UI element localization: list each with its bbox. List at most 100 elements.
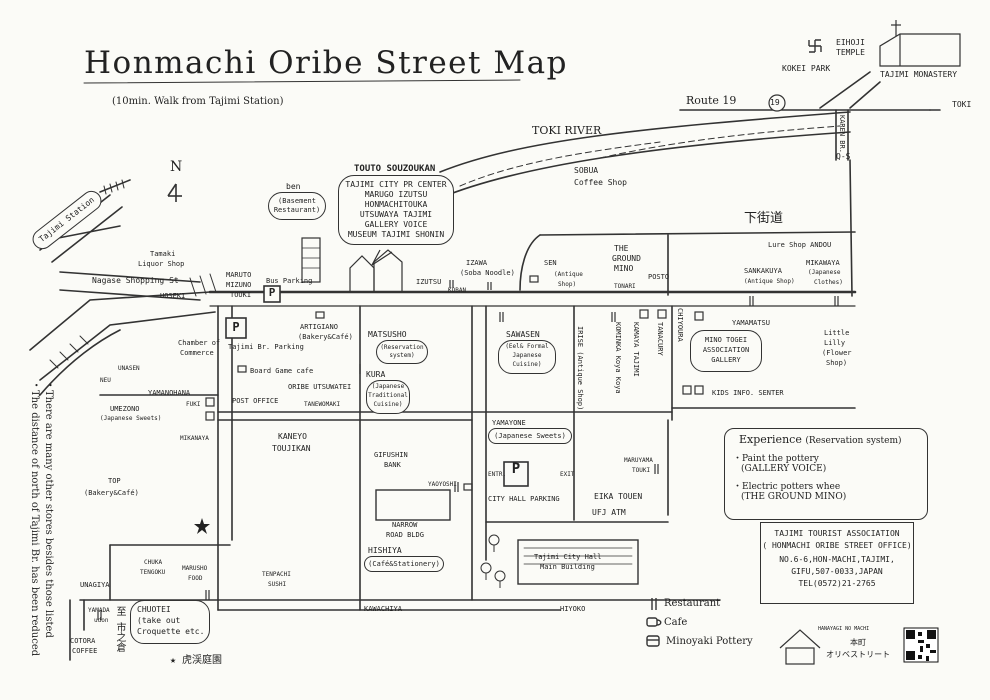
artigiano-label: ARTIGIANO [300, 323, 338, 331]
kokei-park-label: KOKEI PARK [782, 64, 831, 73]
sankakuya-label: SANKAKUYA [744, 267, 782, 275]
sobua-sub: Coffee Shop [574, 178, 627, 187]
association-address: NO.6-6,HON-MACHI,TAJIMI, [779, 555, 895, 564]
top-sub: (Bakery&Café) [84, 489, 139, 497]
tajimi-br-parking-p: P [232, 320, 240, 334]
kominka-label: KOMINKA Koya Koya [614, 322, 622, 394]
board-game-label: Board Game cafe [250, 367, 314, 375]
map-title: Honmachi Oribe Street Map [84, 45, 568, 81]
ufj-label: UFJ ATM [592, 508, 626, 517]
fuki-label: FUKI [186, 401, 201, 408]
eihoji-label: EIHOJI [836, 38, 865, 47]
association-address: GIFU,507-0033,JAPAN [791, 567, 883, 576]
ground-label: MINO [614, 264, 634, 273]
legend-cafe: Cafe [664, 617, 688, 628]
sawasen-sub: Cuisine) [512, 361, 542, 368]
umezono-sub: (Japanese Sweets) [100, 415, 162, 422]
mino-togei-label: GALLERY [711, 356, 741, 364]
kura-sub: (Japanese [371, 383, 405, 390]
north-label: N [170, 159, 183, 175]
ben-bubble: (Basement Restaurant) [268, 192, 326, 220]
touto-line: UTSUWAYA TAJIMI [359, 210, 433, 219]
mikawaya-sub: Clothes) [814, 279, 843, 286]
toki-label: TOKI [952, 100, 972, 109]
tonari-label: TONARI [614, 283, 636, 290]
ground-label: GROUND [612, 254, 641, 263]
hishiya-bubble: (Café&Stationery) [364, 556, 444, 572]
hiyoko-label: HIYOKO [560, 605, 586, 613]
city-hall-parking-label: CITY HALL PARKING [488, 495, 560, 503]
touto-line: MARUGO IZUTSU [364, 190, 428, 199]
matsusho-label: MATSUSHO [368, 330, 407, 339]
mino-togei-label: MINO TOGEI [704, 336, 748, 344]
sen-sub: (Antique [554, 271, 583, 278]
narrow-road-label: NARROW [392, 521, 418, 529]
experience-heading: Experience (Reservation system) [739, 433, 902, 446]
bus-parking-p: P [268, 286, 276, 299]
little-lilly-label: Little [824, 329, 850, 337]
ben-label: ben [286, 182, 301, 191]
touto-line: GALLERY VOICE [364, 220, 428, 229]
legend-restaurant: Restaurant [664, 598, 721, 609]
nagase-label: Nagase Shopping St [92, 276, 179, 285]
chamber-label: Commerce [180, 349, 214, 357]
koban-label: KOBAN [448, 287, 467, 294]
map-subtitle: (10min. Walk from Tajimi Station) [112, 96, 284, 107]
ground-label: THE [614, 244, 629, 253]
yamada-label: udon [94, 617, 109, 624]
toki-river-label: TOKI RIVER [532, 124, 602, 137]
bus-parking-label: Bus Parking [266, 277, 313, 285]
logo-bottom: オリベストリート [826, 650, 891, 659]
chuotei-sub: Croquette etc. [137, 627, 205, 636]
touto-line: HONMACHITOUKA [364, 200, 428, 209]
maruto-label: MARUTO [226, 271, 252, 279]
cotora-label: COTORA [70, 637, 96, 645]
kids-info-label: KIDS INFO. SENTER [712, 389, 784, 397]
lure-label: Lure Shop ANDOU [768, 241, 832, 249]
hishiya-sub: (Café&Stationery) [368, 560, 440, 568]
sawasen-label: SAWASEN [506, 330, 540, 339]
tamaki-label: Tamaki [150, 250, 176, 258]
experience-line: (GALLERY VOICE) [741, 464, 827, 474]
experience-line: ・Paint the pottery [733, 454, 819, 464]
chamber-label: Chamber of [178, 339, 221, 347]
touto-line: MUSEUM TAJIMI SHONIN [347, 230, 445, 239]
kamaya-label: KAMAYA TAJIMI [632, 322, 640, 377]
matsusho-sub: (Reservation [380, 344, 424, 351]
narrow-road-label: ROAD BLDG [386, 531, 424, 539]
experience-box: Experience (Reservation system) ・Paint t… [724, 428, 928, 520]
uoseki-label: UOSEKI [160, 292, 186, 300]
touto-title: TOUTO SOUZOUKAN [354, 164, 436, 174]
izawa-label: IZAWA [466, 259, 488, 267]
sen-label: SEN [544, 259, 557, 267]
mikanaya-label: MIKANAYA [180, 435, 209, 442]
touto-line: TAJIMI CITY PR CENTER [345, 180, 447, 189]
maruyama-label: TOUKI [632, 467, 651, 474]
cotora-label: COFFEE [72, 647, 98, 655]
izutsu-label: IZUTSU [416, 278, 442, 286]
top-label: TOP [108, 477, 121, 485]
chuotei-label: CHUOTEI [137, 605, 171, 614]
tajimi-br-parking-label: Tajimi Br. Parking [228, 343, 304, 351]
route19-badge: 19 [770, 98, 780, 107]
legend-pottery: Minoyaki Pottery [666, 636, 753, 647]
little-lilly-sub: (Flower [822, 349, 852, 357]
mikawaya-label: MIKAWAYA [806, 259, 840, 267]
little-lilly-label: Lilly [824, 339, 846, 347]
yamayone-bubble: (Japanese Sweets) [488, 428, 572, 444]
kura-bubble: (Japanese Traditional Cuisine) [366, 380, 410, 414]
kura-sub: Traditional [368, 392, 408, 399]
unagiya-label: UNAGIYA [80, 581, 110, 589]
eika-label: EIKA TOUEN [594, 492, 643, 501]
matsusho-bubble: (Reservation system) [376, 340, 428, 364]
maruyama-label: MARUYAMA [624, 457, 653, 464]
experience-line: (THE GROUND MINO) [741, 492, 847, 502]
unasen-label: UNASEN [118, 365, 140, 372]
little-lilly-sub: Shop) [826, 359, 848, 367]
route19-label: Route 19 [686, 94, 737, 107]
chuka-label: TENGOKU [140, 569, 166, 576]
kura-label: KURA [366, 370, 386, 379]
tourist-association-card: TAJIMI TOURIST ASSOCIATION ( HONMACHI OR… [760, 522, 914, 604]
